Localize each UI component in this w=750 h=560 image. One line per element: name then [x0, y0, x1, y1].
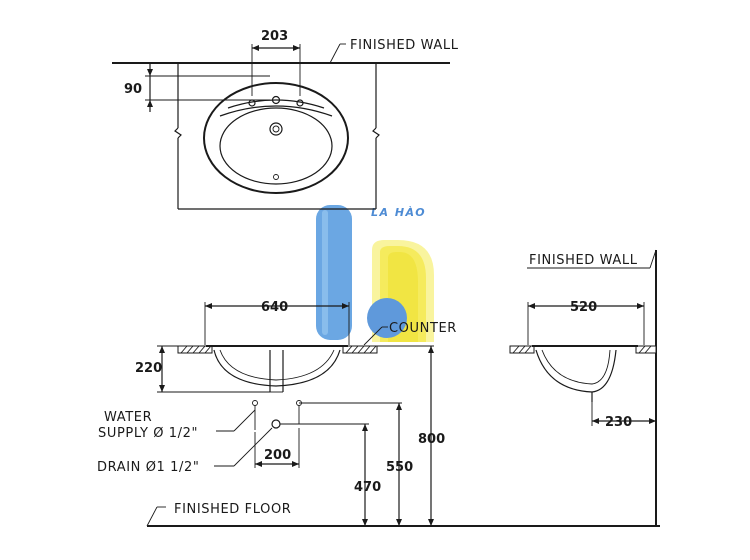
dim-basin-width-front: 640: [261, 300, 288, 315]
dim-drain-height: 470: [354, 480, 381, 495]
label-water-supply-1: WATER: [104, 410, 152, 425]
dim-basin-height: 220: [135, 361, 162, 376]
front-elevation: [146, 302, 660, 527]
dim-faucet-depth: 90: [124, 82, 142, 97]
watermark-text: LA HÀO: [371, 205, 426, 219]
dim-faucet-spacing: 203: [261, 29, 288, 44]
dim-supply-height: 550: [386, 460, 413, 475]
label-finished-floor: FINISHED FLOOR: [174, 502, 291, 517]
label-finished-wall-right: FINISHED WALL: [529, 253, 638, 268]
dim-supply-drain-offset: 200: [264, 448, 291, 463]
dim-counter-height: 800: [418, 432, 445, 447]
label-counter: COUNTER: [389, 321, 457, 336]
dim-basin-width-side: 520: [570, 300, 597, 315]
dim-side-depth: 230: [605, 415, 632, 430]
label-water-supply-2: SUPPLY Ø 1/2": [98, 426, 198, 441]
label-finished-wall-top: FINISHED WALL: [350, 38, 459, 53]
plan-view: [112, 43, 450, 210]
side-elevation: [509, 249, 657, 526]
label-drain: DRAIN Ø1 1/2": [97, 460, 199, 475]
